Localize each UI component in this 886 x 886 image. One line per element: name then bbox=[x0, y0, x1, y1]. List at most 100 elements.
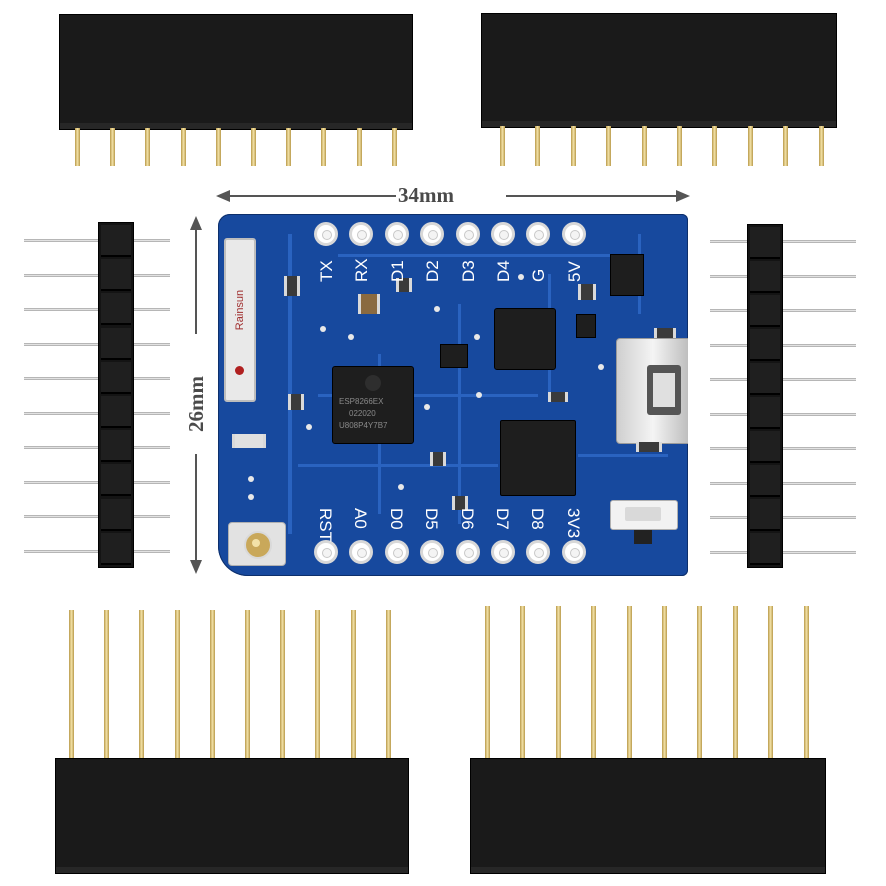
bottom-pin-label: D7 bbox=[493, 508, 512, 530]
header-segment bbox=[101, 396, 131, 428]
bottom-right-header bbox=[470, 758, 826, 874]
header-pin bbox=[710, 412, 750, 416]
header-pin bbox=[783, 126, 789, 166]
header-pin bbox=[780, 412, 856, 416]
header-pin bbox=[385, 610, 391, 760]
header-pin bbox=[286, 128, 292, 166]
header-pin bbox=[132, 377, 170, 380]
header-segment bbox=[750, 227, 780, 259]
header-pin bbox=[132, 342, 170, 346]
flash-memory-chip bbox=[500, 420, 576, 496]
header-pin bbox=[24, 273, 100, 277]
header-pin bbox=[132, 239, 170, 242]
header-pin bbox=[780, 309, 856, 312]
header-pin bbox=[24, 480, 100, 484]
top-pad-d3 bbox=[455, 222, 480, 246]
header-pin bbox=[110, 128, 116, 166]
header-pin bbox=[356, 128, 362, 166]
header-pin bbox=[75, 128, 80, 166]
header-pin bbox=[591, 606, 597, 760]
ceramic-antenna: Rainsun bbox=[224, 238, 256, 402]
header-pin bbox=[520, 606, 526, 760]
bottom-pin-label: A0 bbox=[351, 508, 371, 529]
header-segment bbox=[101, 532, 131, 565]
header-pin bbox=[321, 128, 327, 166]
top-pad-d4 bbox=[491, 222, 515, 246]
header-pin bbox=[315, 610, 321, 760]
header-pin bbox=[350, 610, 356, 760]
header-segment bbox=[101, 430, 131, 463]
header-segment bbox=[101, 327, 131, 360]
header-pin bbox=[818, 126, 824, 166]
top-pin-label: D2 bbox=[423, 260, 443, 282]
bottom-pad-a0 bbox=[349, 540, 374, 564]
wemos-d1-mini-pro-board: Rainsun ESP8266EX 022020 U808P4Y7B7 bbox=[218, 214, 688, 576]
header-segment bbox=[101, 498, 131, 531]
header-pin bbox=[780, 240, 856, 243]
reset-button[interactable] bbox=[610, 500, 678, 530]
top-pad-tx bbox=[314, 222, 338, 246]
top-pin-label: D3 bbox=[458, 260, 478, 282]
width-dimension-arrow bbox=[216, 190, 690, 202]
header-pin bbox=[24, 377, 100, 380]
bottom-pin-label: D0 bbox=[386, 508, 406, 530]
espressif-logo bbox=[365, 375, 381, 391]
bottom-pin-label: RST bbox=[316, 508, 335, 542]
header-pin bbox=[24, 342, 100, 346]
usb-serial-chip bbox=[494, 308, 556, 370]
header-pin bbox=[132, 480, 170, 484]
header-pin bbox=[139, 610, 145, 760]
main-chip-code: 022020 bbox=[349, 409, 376, 418]
bottom-pad-d5 bbox=[420, 540, 445, 564]
header-pin bbox=[710, 447, 750, 450]
small-ic bbox=[440, 344, 468, 368]
header-pin bbox=[606, 126, 612, 166]
header-pin bbox=[710, 481, 750, 485]
top-pad-d2 bbox=[420, 222, 445, 246]
height-dimension-label: 26mm bbox=[184, 376, 208, 432]
header-pin bbox=[132, 549, 170, 553]
top-pad-5v bbox=[561, 222, 586, 246]
main-chip-label: ESP8266EX bbox=[339, 397, 384, 406]
micro-usb-port[interactable] bbox=[616, 338, 688, 444]
top-pin-label: TX bbox=[317, 260, 336, 282]
header-pin bbox=[132, 411, 170, 415]
header-segment bbox=[750, 533, 780, 565]
header-pin bbox=[24, 308, 100, 311]
header-pin bbox=[174, 610, 180, 760]
header-pin bbox=[209, 610, 215, 760]
header-segment bbox=[750, 261, 780, 293]
bottom-pad-d8 bbox=[526, 540, 551, 564]
header-pin bbox=[245, 610, 250, 760]
top-pin-label: 5V bbox=[564, 261, 584, 282]
header-segment bbox=[101, 464, 131, 497]
header-pin bbox=[710, 343, 750, 347]
header-pin bbox=[69, 610, 74, 760]
bottom-pad-d6 bbox=[455, 540, 480, 564]
header-pin bbox=[780, 378, 856, 381]
header-pin bbox=[697, 606, 703, 760]
header-pin bbox=[570, 126, 576, 166]
header-pin bbox=[132, 446, 170, 449]
top-pin-label: D1 bbox=[387, 260, 407, 282]
header-pin bbox=[180, 128, 186, 166]
top-pin-label: RX bbox=[352, 258, 372, 282]
header-pin bbox=[132, 273, 170, 277]
bottom-pin-label: D5 bbox=[422, 508, 442, 530]
header-pin bbox=[132, 308, 170, 311]
header-pin bbox=[710, 378, 750, 381]
header-segment bbox=[750, 363, 780, 395]
header-segment bbox=[750, 499, 780, 531]
header-pin bbox=[280, 610, 286, 760]
width-dimension-label: 34mm bbox=[398, 183, 454, 207]
header-segment bbox=[750, 295, 780, 327]
voltage-regulator bbox=[610, 254, 644, 296]
header-pin bbox=[712, 126, 718, 166]
header-pin bbox=[24, 515, 100, 518]
header-pin bbox=[215, 128, 221, 166]
bottom-pad-d0 bbox=[384, 540, 409, 564]
header-pin bbox=[768, 606, 774, 760]
header-pin bbox=[710, 516, 750, 519]
header-pin bbox=[747, 126, 753, 166]
antenna-dot bbox=[235, 366, 244, 375]
